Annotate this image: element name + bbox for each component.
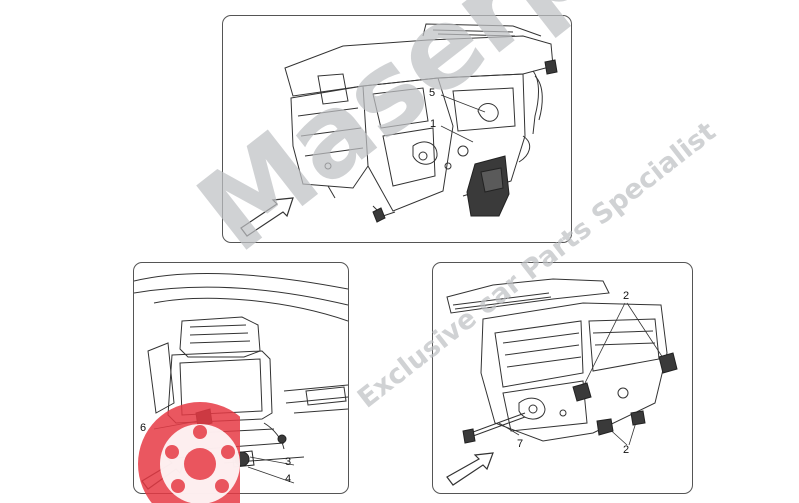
diagram-panel-bottom-right: 2 2 7 [432,262,693,494]
callout-label-3: 3 [285,456,292,468]
callout-label-7: 7 [517,438,524,450]
callout-label-5: 5 [429,87,436,99]
callout-label-4: 4 [285,473,292,485]
hvac-actuators-drawing [446,278,678,486]
dashboard-display-drawing [134,272,348,490]
diagram-panel-top: 5 1 [222,15,572,243]
callout-label-2-top: 2 [623,290,630,302]
diagram-panel-bottom-left: 6 3 4 [133,262,349,494]
callout-label-6: 6 [140,422,147,434]
callout-label-1: 1 [430,118,437,130]
hvac-assembly-drawing [240,23,558,237]
callout-label-2-bottom: 2 [623,444,630,456]
